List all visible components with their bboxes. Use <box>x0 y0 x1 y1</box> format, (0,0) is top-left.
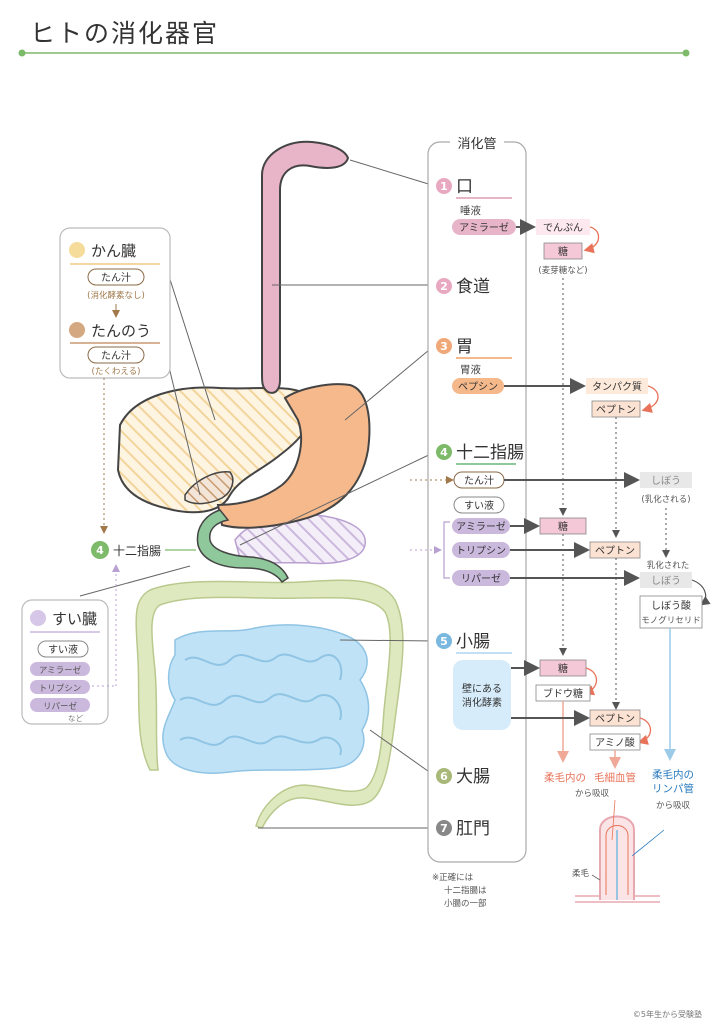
duodenum-product-peptone: ペプトン <box>595 545 635 557</box>
stomach-shape <box>216 383 371 529</box>
duodenum-fat-note: (乳化される) <box>641 494 690 505</box>
stomach-product-peptone: ペプトン <box>596 404 636 416</box>
gallbladder-bile-note: (たくわえる) <box>92 367 141 377</box>
mouth-number: 1 <box>440 180 448 193</box>
large-intestine-number: 6 <box>440 770 448 783</box>
mouth-substrate-starch: でんぷん <box>543 222 583 234</box>
gallbladder-bile-label: たん汁 <box>101 349 131 362</box>
lymph-label: リンパ管 <box>652 782 694 795</box>
duodenum-number: 4 <box>440 446 448 459</box>
small-intestine-peptone: ペプトン <box>595 713 635 725</box>
wall-enzyme-box <box>453 660 511 730</box>
small-intestine-label: 小腸 <box>456 632 490 652</box>
stomach-label: 胃 <box>456 337 473 357</box>
stomach-number: 3 <box>440 340 448 353</box>
duodenum-fat: しぼう <box>651 475 681 487</box>
liver-bile-note: (消化酵素なし) <box>87 290 145 301</box>
duodenum-product-sugar: 糖 <box>558 520 568 533</box>
pancreas-enzyme-amylase: アミラーゼ <box>39 665 82 676</box>
liver-label: かん臓 <box>91 242 136 260</box>
pancreas-juice-label: すい液 <box>48 643 78 656</box>
saliva-label: 唾液 <box>460 204 481 217</box>
fatty-acid-label: しぼう酸 <box>651 599 691 612</box>
note-line-3: 小腸の一部 <box>444 898 487 909</box>
duodenum-bile-label: たん汁 <box>464 474 494 487</box>
anus-number: 7 <box>440 822 448 835</box>
capillary-suffix: から吸収 <box>575 788 610 799</box>
duodenum-enzyme-lipase: リパーゼ <box>461 573 501 585</box>
emulsified-fat-note: 乳化された <box>647 560 690 571</box>
lymph-suffix: から吸収 <box>656 800 691 811</box>
small-intestine-shape <box>162 624 370 774</box>
duodenum-shape <box>196 509 289 584</box>
esophagus-number: 2 <box>440 280 448 293</box>
glucose-label: ブドウ糖 <box>543 687 583 700</box>
wall-enzyme-line2: 消化酵素 <box>462 696 502 709</box>
anus-label: 肛門 <box>456 819 490 839</box>
liver-info-box <box>59 227 171 379</box>
note-line-1: ※正確には <box>432 872 474 883</box>
villus-label: 柔毛 <box>572 868 590 879</box>
gallbladder-swatch-icon <box>69 322 85 338</box>
wall-enzyme-line1: 壁にある <box>462 682 502 695</box>
gallbladder-label: たんのう <box>91 322 151 340</box>
pancreas-etc: など <box>68 714 83 723</box>
gallbladder-shape <box>184 471 234 505</box>
small-intestine-folds <box>179 653 343 756</box>
mouth-product-note: (麦芽糖など) <box>538 265 587 276</box>
copyright: ©5年生から受験塾 <box>633 1009 702 1019</box>
left-duodenum-label: 十二指腸 <box>113 543 161 558</box>
mouth-label: 口 <box>456 177 473 197</box>
gastric-juice-label: 胃液 <box>460 363 481 376</box>
amino-acid-label: アミノ酸 <box>595 736 635 749</box>
page-title: ヒトの消化器官 <box>30 19 219 48</box>
small-intestine-number: 5 <box>440 635 448 648</box>
mouth-product-sugar: 糖 <box>558 245 568 258</box>
left-duodenum-number: 4 <box>96 544 104 557</box>
pancreas-enzyme-trypsin: トリプシン <box>39 684 82 694</box>
capillary-label: 毛細血管 <box>594 771 636 784</box>
liver-shape <box>116 386 315 514</box>
esophagus-shape <box>261 140 350 394</box>
liver-swatch-icon <box>69 242 85 258</box>
duodenum-label: 十二指腸 <box>456 443 524 463</box>
duodenum-enzyme-amylase: アミラーゼ <box>456 521 506 533</box>
capillary-prefix: 柔毛内の <box>544 771 586 784</box>
pancreas-enzyme-lipase: リパーゼ <box>43 701 78 712</box>
duodenum-enzyme-trypsin: トリプシン <box>456 545 506 557</box>
title-underline <box>18 49 690 57</box>
pepsin-label: ペプシン <box>458 381 498 393</box>
pancreas-label: すい臓 <box>52 610 97 628</box>
lymph-prefix: 柔毛内の <box>652 768 694 781</box>
small-intestine-sugar: 糖 <box>558 662 568 675</box>
monoglyceride-label: モノグリセリド <box>641 615 701 626</box>
large-intestine-label: 大腸 <box>456 767 490 787</box>
pancreas-swatch-icon <box>30 610 46 626</box>
duodenum-pancreatic-juice: すい液 <box>464 499 494 512</box>
saliva-amylase: アミラーゼ <box>459 222 509 234</box>
note-line-2: 十二指腸は <box>444 885 487 896</box>
esophagus-label: 食道 <box>456 277 490 297</box>
liver-bile-label: たん汁 <box>101 271 131 284</box>
villus-illustration <box>575 799 665 903</box>
emulsified-fat: しぼう <box>651 575 681 587</box>
stomach-substrate-protein: タンパク質 <box>592 380 642 393</box>
tract-header: 消化管 <box>457 137 496 152</box>
